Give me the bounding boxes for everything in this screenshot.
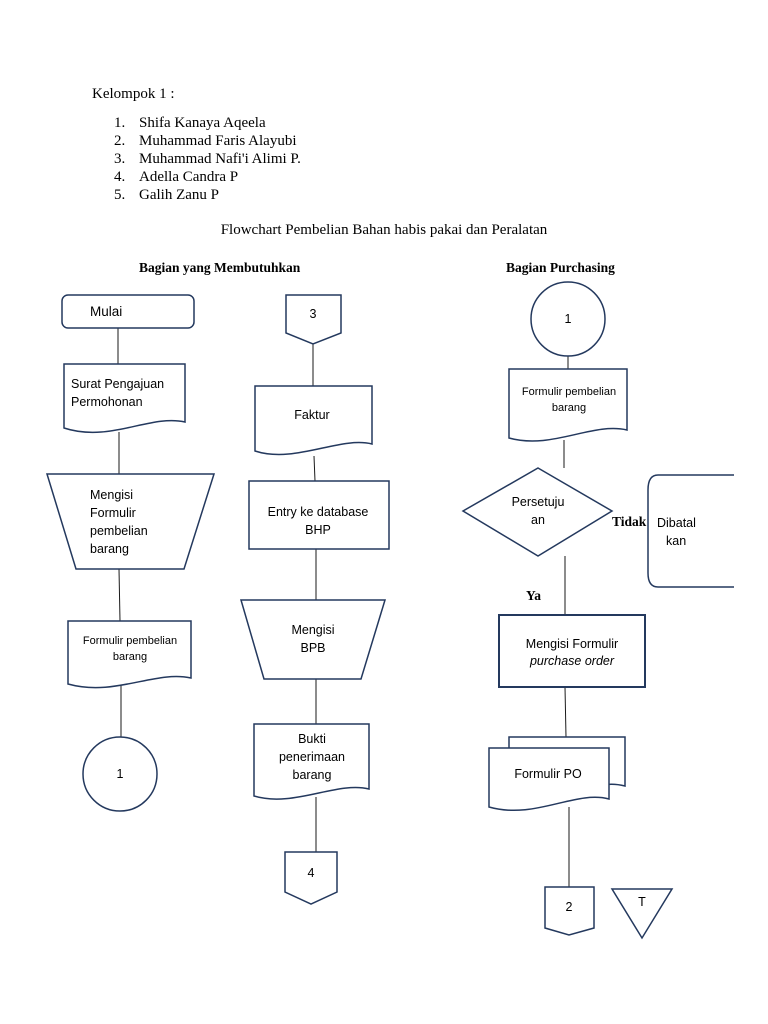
start-terminal: Mulai [61, 294, 195, 329]
node-label: Persetuju [512, 495, 565, 509]
list-number: 4. [114, 169, 126, 185]
list-item: 3. Muhammad Nafi'i Alimi P. [114, 150, 301, 168]
member-name: Shifa Kanaya Aqeela [139, 115, 266, 131]
lane-title-right: Bagian Purchasing [506, 260, 615, 275]
document-formulir-pembelian: Formulir pembelian barang [67, 620, 192, 689]
node-label: Surat Pengajuan [71, 377, 164, 391]
edge-label-tidak: Tidak [612, 514, 647, 529]
node-label: purchase order [529, 654, 615, 668]
node-label: Mengisi Formulir [526, 637, 618, 651]
node-label: Formulir pembelian [83, 635, 177, 647]
list-item: 2. Muhammad Faris Alayubi [114, 132, 301, 150]
member-name: Galih Zanu P [139, 187, 219, 203]
node-label: Mengisi [90, 488, 133, 502]
node-label: T [638, 895, 646, 909]
connector-circle-1-right: 1 [530, 281, 606, 357]
list-item: 4. Adella Candra P [114, 168, 301, 186]
edge-label-ya: Ya [526, 588, 541, 603]
list-number: 3. [114, 151, 126, 167]
node-label: barang [293, 768, 332, 782]
node-label: barang [113, 651, 147, 663]
offpage-connector-4: 4 [284, 851, 338, 905]
node-label: barang [552, 402, 586, 414]
decision-persetujuan: Persetuju an [461, 467, 614, 557]
document-formulir-pembelian-right: Formulir pembelian barang [508, 368, 628, 442]
connector-lines [117, 328, 570, 887]
group-title: Kelompok 1 : [92, 86, 175, 102]
list-number: 2. [114, 133, 126, 149]
process-entry-database: Entry ke database BHP [248, 480, 390, 550]
connector-circle-1-left: 1 [82, 736, 158, 812]
document-surat-pengajuan: Surat Pengajuan Permohonan [63, 363, 186, 434]
chart-title: Flowchart Pembelian Bahan habis pakai da… [220, 222, 548, 238]
node-label: Entry ke database [268, 505, 369, 519]
list-item: 1. Shifa Kanaya Aqeela [114, 114, 301, 132]
connector-line [313, 455, 316, 482]
member-name: Adella Candra P [139, 169, 239, 185]
terminator-dibatalkan: Dibatal kan [647, 474, 734, 588]
offpage-connector-3: 3 [285, 294, 342, 345]
node-label: 2 [566, 900, 573, 914]
node-label: Formulir PO [514, 767, 582, 781]
manual-input-mengisi-bpb: Mengisi BPB [240, 599, 387, 680]
node-label: Formulir [90, 506, 136, 520]
list-number: 1. [114, 115, 126, 131]
start-label: Mulai [90, 304, 122, 319]
document-faktur: Faktur [254, 385, 373, 456]
node-label: kan [666, 534, 686, 548]
node-label: 3 [310, 307, 317, 321]
member-name: Muhammad Nafi'i Alimi P. [139, 151, 301, 167]
offline-storage-t: T [610, 888, 674, 940]
node-label: barang [90, 542, 129, 556]
manual-input-mengisi-formulir: Mengisi Formulir pembelian barang [45, 473, 216, 570]
node-label: penerimaan [279, 750, 345, 764]
connector-line [564, 686, 567, 738]
node-label: 1 [117, 767, 124, 781]
node-label: BHP [305, 523, 331, 537]
list-number: 5. [114, 187, 126, 203]
member-list: 1. Shifa Kanaya Aqeela 2. Muhammad Faris A… [114, 114, 301, 204]
node-label: Mengisi [291, 623, 334, 637]
node-label: BPB [300, 641, 325, 655]
member-name: Muhammad Faris Alayubi [139, 133, 297, 149]
node-label: Faktur [294, 408, 329, 422]
node-label: Formulir pembelian [522, 386, 616, 398]
document-bukti-penerimaan: Bukti penerimaan barang [253, 723, 370, 800]
lane-title-left: Bagian yang Membutuhkan [139, 260, 301, 275]
process-mengisi-po: Mengisi Formulir purchase order [498, 614, 646, 688]
offpage-connector-2: 2 [544, 886, 595, 936]
connector-line [118, 568, 121, 622]
node-label: Bukti [298, 732, 326, 746]
node-label: Permohonan [71, 395, 143, 409]
list-item: 5. Galih Zanu P [114, 186, 301, 204]
node-label: 4 [308, 866, 315, 880]
node-label: pembelian [90, 524, 148, 538]
node-label: Dibatal [657, 516, 696, 530]
node-label: 1 [565, 312, 572, 326]
multi-document-formulir-po: Formulir PO [488, 736, 626, 812]
node-label: an [531, 513, 545, 527]
